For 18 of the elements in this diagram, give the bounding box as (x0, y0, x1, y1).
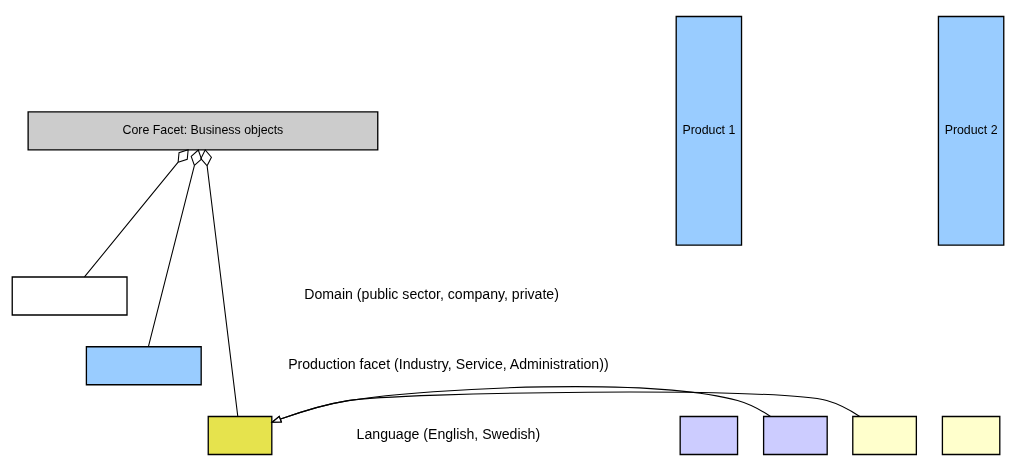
arrow (270, 386, 772, 423)
connector (147, 149, 203, 348)
node-box (11, 276, 128, 316)
node-box (941, 415, 1001, 456)
node-box (852, 415, 917, 456)
connector (200, 149, 239, 417)
node-box (679, 415, 739, 456)
node-box (762, 415, 828, 456)
node-box: Product 1 (675, 15, 743, 246)
label: Domain (public sector, company, private) (304, 286, 559, 303)
label: Production facet (Industry, Service, Administration)) (288, 356, 609, 373)
node-box: Core Facet: Business objects (27, 111, 379, 151)
node-box: Product 2 (937, 15, 1005, 246)
connector (83, 149, 189, 278)
node-box (85, 346, 202, 386)
arrow (270, 391, 861, 423)
label: Language (English, Swedish) (356, 425, 541, 442)
node-box (207, 415, 273, 456)
